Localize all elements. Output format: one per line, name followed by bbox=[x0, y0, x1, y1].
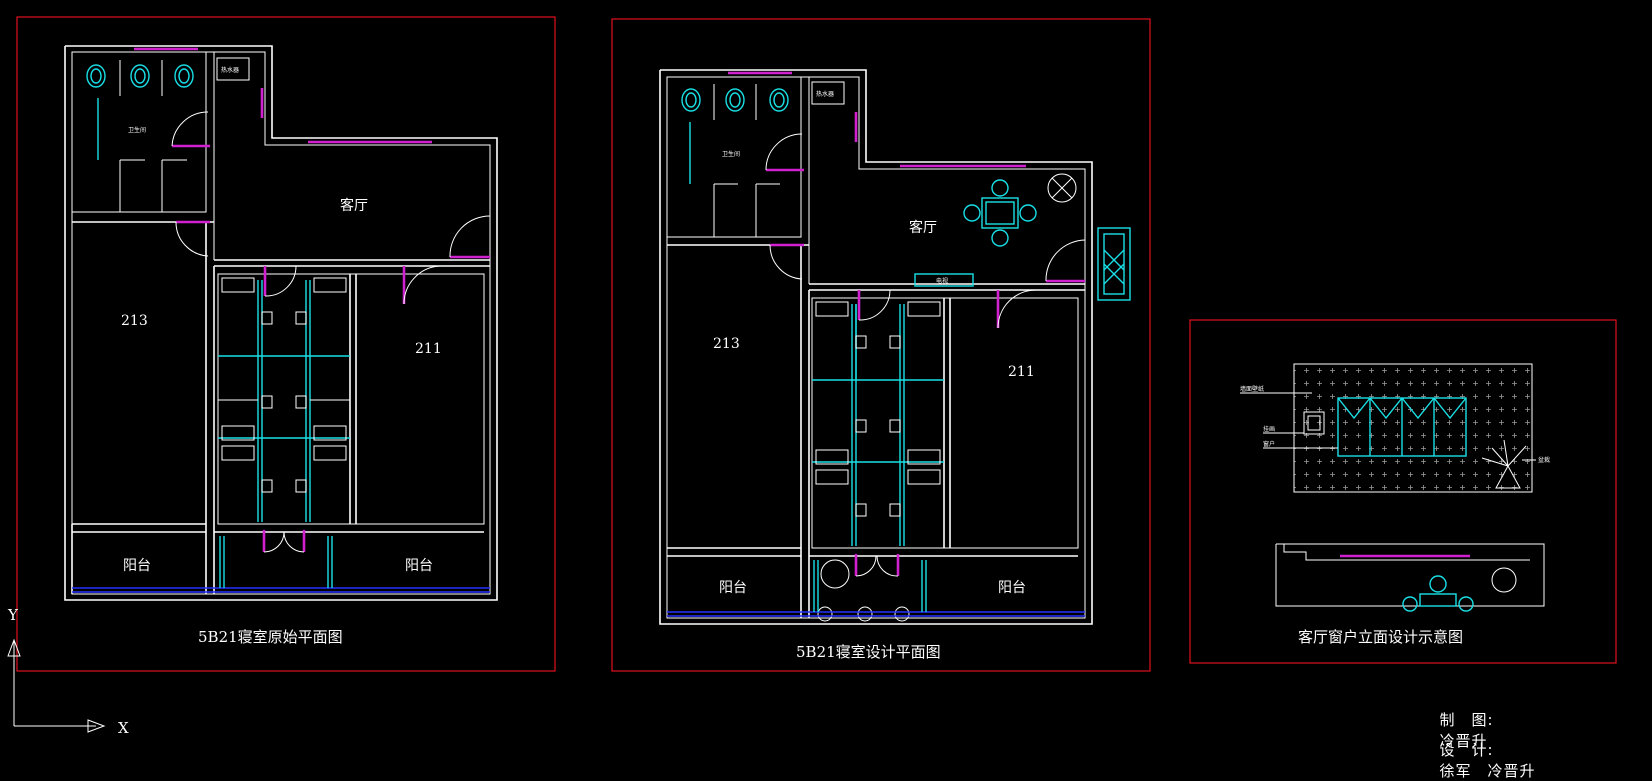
elevation-caption: 客厅窗户立面设计示意图 bbox=[1298, 628, 1463, 646]
design-balcony-left-label: 阳台 bbox=[719, 580, 747, 596]
plan-original: 热水器 卫生间 bbox=[64, 45, 498, 646]
design-washroom-label: 卫生间 bbox=[722, 150, 740, 158]
design-plan-caption: 5B21寝室设计平面图 bbox=[796, 643, 941, 661]
note-painting: 挂画 bbox=[1263, 425, 1275, 433]
ucs-x-label: X bbox=[118, 719, 129, 737]
elevation-diagram: 墙面壁纸 挂画 窗户 盆栽 客厅窗户立面设计示意图 bbox=[1240, 363, 1550, 646]
original-room-213-label: 213 bbox=[121, 313, 148, 329]
note-window: 窗户 bbox=[1263, 440, 1275, 448]
design-living-room-label: 客厅 bbox=[909, 219, 937, 236]
design-room-211-label: 211 bbox=[1008, 364, 1035, 380]
washroom-label: 卫生间 bbox=[128, 126, 146, 134]
water-heater-label: 热水器 bbox=[221, 66, 239, 74]
credit-drawn: 制 图: 冷晋升 bbox=[1428, 691, 1494, 751]
original-balcony-left-label: 阳台 bbox=[123, 558, 151, 574]
credit-drawn-by: 冷晋升 bbox=[1439, 732, 1488, 750]
frame-design bbox=[611, 18, 1151, 672]
plan-design: 热水器 卫生间 bbox=[659, 69, 1131, 661]
ucs-y-label: Y bbox=[7, 606, 19, 624]
frame-elevation bbox=[1189, 319, 1617, 664]
credit-design-label: 设 计: bbox=[1439, 741, 1494, 759]
note-wallpaper: 墙面壁纸 bbox=[1240, 385, 1264, 393]
original-living-room-label: 客厅 bbox=[340, 197, 368, 214]
ucs-icon: Y X bbox=[7, 606, 129, 737]
design-room-213-label: 213 bbox=[713, 336, 740, 352]
note-plant: 盆栽 bbox=[1538, 456, 1550, 464]
original-room-211-label: 211 bbox=[415, 341, 442, 357]
tv-cabinet-label: 电视 bbox=[936, 277, 948, 285]
cad-canvas: 热水器 卫生间 bbox=[7, 16, 1617, 737]
credit-drawn-label: 制 图: bbox=[1439, 711, 1494, 729]
frame-original bbox=[16, 16, 556, 672]
credit-designers: 徐军 冷晋升 bbox=[1439, 762, 1536, 780]
credit-design: 设 计: 徐军 冷晋升 bbox=[1428, 721, 1536, 781]
design-balcony-right-label: 阳台 bbox=[998, 580, 1026, 596]
original-plan-caption: 5B21寝室原始平面图 bbox=[198, 628, 343, 646]
original-balcony-right-label: 阳台 bbox=[405, 558, 433, 574]
design-water-heater-label: 热水器 bbox=[816, 90, 834, 98]
